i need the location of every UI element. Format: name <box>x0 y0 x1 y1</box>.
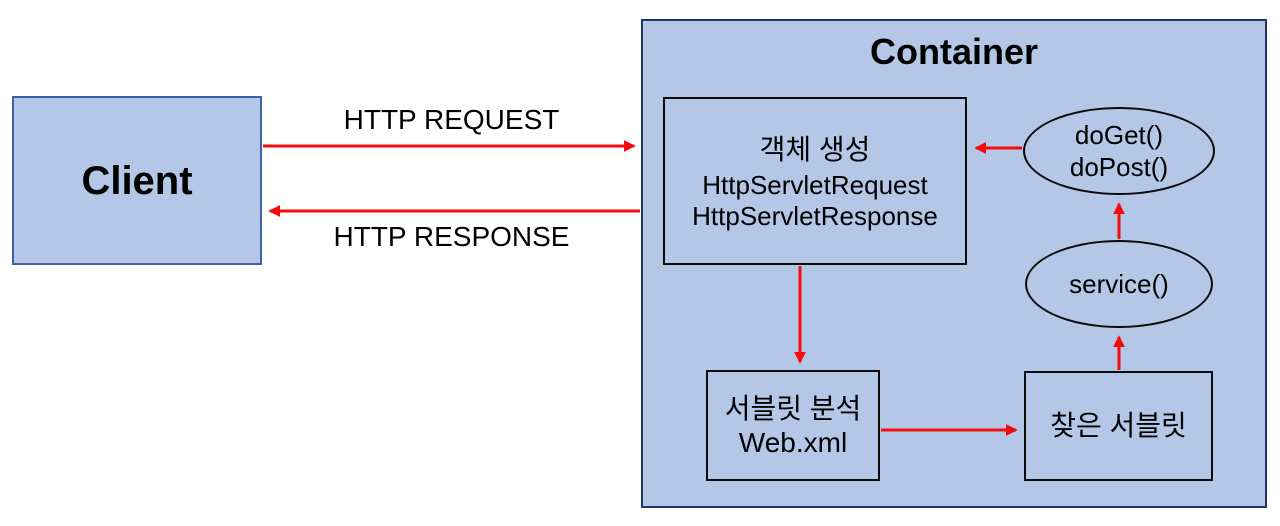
http-request-label: HTTP REQUEST <box>343 104 560 135</box>
found-servlet-node: 찾은 서블릿 <box>1024 371 1213 481</box>
found-servlet-label: 찾은 서블릿 <box>1050 410 1187 442</box>
http-servlet-response-label: HttpServletResponse <box>692 201 938 231</box>
object-creation-title: 객체 생성 <box>759 134 871 165</box>
service-label: service() <box>1069 269 1169 299</box>
client-label: Client <box>81 158 193 203</box>
client-node: Client <box>12 96 262 265</box>
doget-dopost-node: doGet() doPost() <box>1023 107 1215 195</box>
http-response-label: HTTP RESPONSE <box>333 221 570 252</box>
http-servlet-request-label: HttpServletRequest <box>702 170 928 200</box>
dopost-label: doPost() <box>1069 152 1169 182</box>
container-title: Container <box>869 31 1038 72</box>
doget-label: doGet() <box>1074 120 1164 150</box>
web-xml-label: Web.xml <box>738 426 848 458</box>
servlet-analysis-node: 서블릿 분석 Web.xml <box>706 370 880 481</box>
object-creation-node: 객체 생성 HttpServletRequest HttpServletResp… <box>663 97 967 265</box>
servlet-analysis-title: 서블릿 분석 <box>724 392 862 424</box>
service-node: service() <box>1025 240 1213 328</box>
